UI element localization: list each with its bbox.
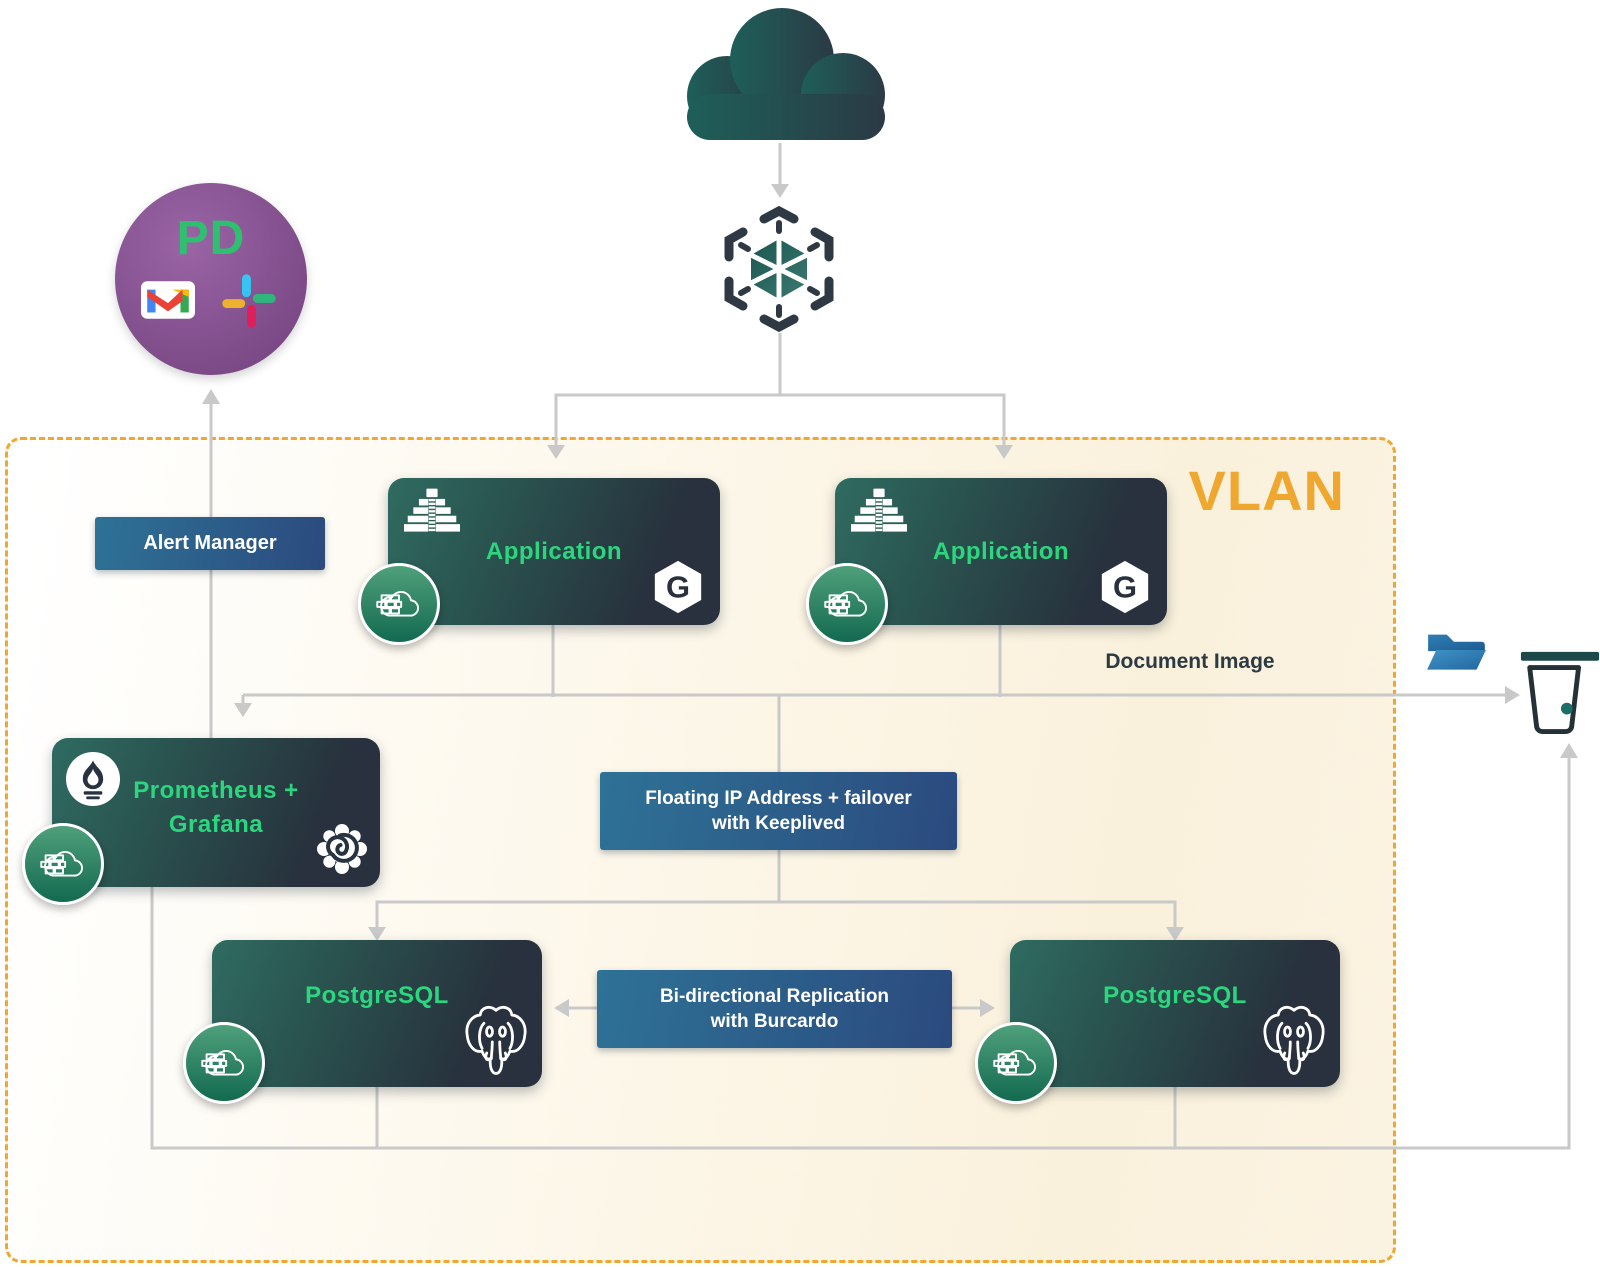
internet-cloud-icon [655,0,905,150]
pagerduty-logo: PD [176,212,246,265]
postgresql-node-2: PostgreSQL [1010,940,1340,1087]
gmail-icon [141,281,195,319]
alert-manager-node: Alert Manager [95,517,325,570]
container-badge [22,823,104,905]
bricks-cloud-icon [201,1050,244,1076]
container-badge [806,563,888,645]
vlan-label: VLAN [1188,459,1345,522]
alert-manager-label: Alert Manager [143,532,277,554]
postgresql-elephant-icon [1263,1005,1325,1075]
floating-ip-line2: with Keeplived [711,813,846,834]
gunicorn-icon: G [1101,560,1149,614]
slack-icon [222,274,276,328]
application-label: Application [485,538,623,565]
container-badge [358,563,440,645]
document-folder-icon [1424,624,1490,679]
bricks-cloud-icon [40,851,83,877]
prometheus-label-line1: Prometheus + [133,777,299,804]
document-image-label: Document Image [1105,650,1275,673]
pyramid-icon [404,488,460,532]
pyramid-icon [851,488,907,532]
grafana-icon [317,824,367,874]
svg-text:G: G [666,570,690,605]
bricks-cloud-icon [993,1050,1036,1076]
network-gateway-icon [712,205,847,345]
bricks-cloud-icon [376,591,419,617]
replication-line2: with Burcardo [710,1011,839,1032]
prometheus-icon [66,752,120,806]
container-badge [975,1022,1057,1104]
gunicorn-icon: G [654,560,702,614]
floating-ip-node: Floating IP Address + failover with Keep… [600,772,957,850]
trash-icon [1518,642,1600,745]
replication-line1: Bi-directional Replication [659,986,890,1007]
application-node-2: Application G [835,478,1167,625]
application-label: Application [932,538,1070,565]
notifications-badge: PD [115,183,307,375]
floating-ip-line1: Floating IP Address + failover [645,788,912,809]
application-node-1: Application G [388,478,720,625]
svg-text:G: G [1113,570,1137,605]
container-badge [183,1022,265,1104]
postgresql-elephant-icon [465,1005,527,1075]
gateway-split-lines [554,333,1006,446]
bricks-cloud-icon [824,591,867,617]
replication-node: Bi-directional Replication with Burcardo [597,970,952,1048]
